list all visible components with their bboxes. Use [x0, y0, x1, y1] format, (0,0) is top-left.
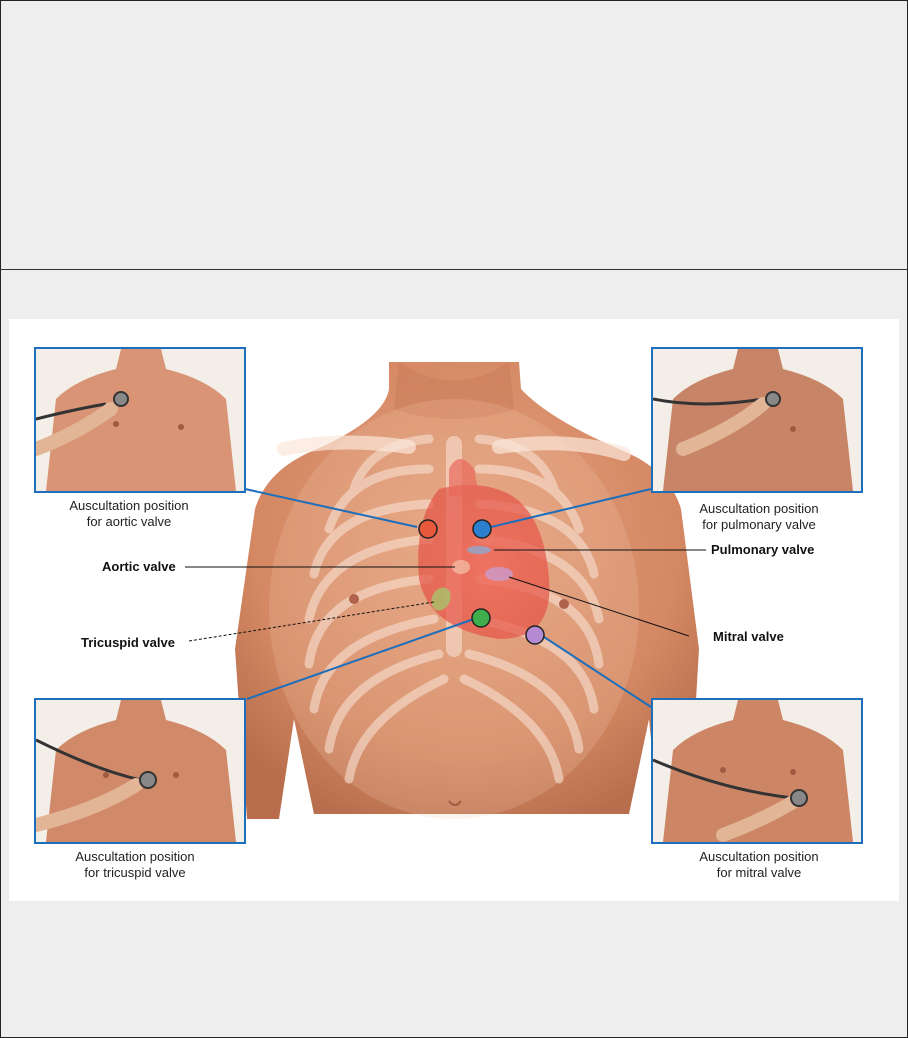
pulmonary-valve-shape [467, 546, 491, 554]
mitral-caption: Auscultation position for mitral valve [659, 849, 859, 881]
aortic-caption: Auscultation position for aortic valve [29, 498, 229, 530]
stethoscope-icon [114, 392, 128, 406]
stethoscope-icon [791, 790, 807, 806]
aortic-thumbnail [34, 347, 246, 493]
mitral-point [526, 626, 544, 644]
mitral-valve-label: Mitral valve [713, 629, 784, 644]
stethoscope-icon [140, 772, 156, 788]
tricuspid-caption: Auscultation position for tricuspid valv… [35, 849, 235, 881]
divider-line [0, 269, 908, 270]
stethoscope-icon [766, 392, 780, 406]
pulmonary-caption: Auscultation position for pulmonary valv… [659, 501, 859, 533]
mitral-valve-shape [485, 567, 513, 581]
aortic-valve-label: Aortic valve [102, 559, 176, 574]
aortic-point [419, 520, 437, 538]
pulmonary-point [473, 520, 491, 538]
pulmonary-valve-label: Pulmonary valve [711, 542, 814, 557]
figure-panel: Auscultation position for aortic valve A… [9, 319, 899, 901]
tricuspid-valve-label: Tricuspid valve [81, 635, 175, 650]
tricuspid-thumbnail [34, 698, 246, 844]
tricuspid-point [472, 609, 490, 627]
mitral-thumbnail [651, 698, 863, 844]
pulmonary-thumbnail [651, 347, 863, 493]
